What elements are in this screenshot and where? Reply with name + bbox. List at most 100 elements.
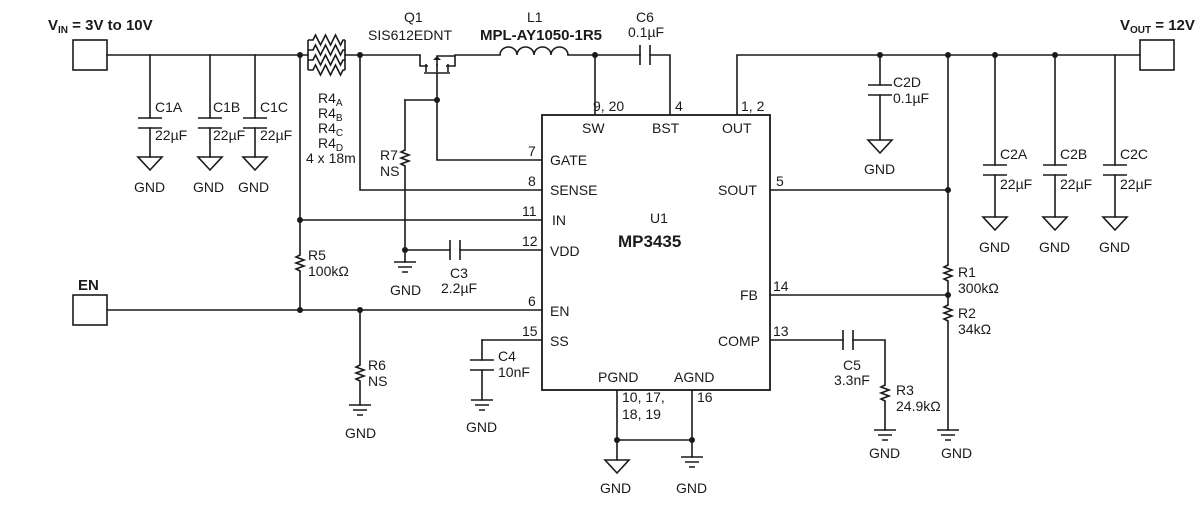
r7-ref: R7	[380, 147, 398, 163]
c4-ref: C4	[498, 348, 516, 364]
c2d-val: 0.1µF	[893, 90, 929, 106]
c6-capacitor-symbol	[639, 45, 651, 65]
r6-val: NS	[368, 373, 387, 389]
svg-text:GND: GND	[864, 161, 895, 177]
svg-text:GND: GND	[134, 179, 165, 195]
c2c-val: 22µF	[1120, 176, 1152, 192]
c2a-val: 22µF	[1000, 176, 1032, 192]
c5-capacitor-symbol	[842, 330, 854, 350]
svg-text:BST: BST	[652, 120, 680, 136]
svg-text:IN: IN	[552, 212, 566, 228]
svg-text:SENSE: SENSE	[550, 182, 597, 198]
c1a-val: 22µF	[155, 127, 187, 143]
svg-text:11: 11	[522, 203, 537, 219]
svg-text:1, 2: 1, 2	[741, 98, 765, 114]
svg-text:AGND: AGND	[674, 369, 714, 385]
svg-text:R4B: R4B	[318, 105, 343, 124]
r1-val: 300kΩ	[958, 280, 999, 296]
svg-text:10, 17,: 10, 17,	[622, 389, 665, 405]
svg-text:GND: GND	[390, 282, 421, 298]
l1-ref: L1	[527, 9, 543, 25]
svg-text:15: 15	[522, 323, 538, 339]
r6-ref: R6	[368, 357, 386, 373]
r3-resistor-symbol	[878, 384, 892, 402]
svg-text:GND: GND	[1039, 239, 1070, 255]
u1-part: MP3435	[618, 232, 681, 251]
c4-val: 10nF	[498, 364, 530, 380]
r6-resistor-symbol	[353, 364, 367, 382]
c1b-capacitor-symbol	[198, 117, 222, 129]
svg-text:13: 13	[773, 323, 789, 339]
svg-text:R4A: R4A	[318, 90, 343, 109]
vout-label: VOUT = 12V	[1120, 17, 1195, 36]
c6-ref: C6	[636, 9, 654, 25]
c2d-capacitor-symbol	[868, 84, 892, 96]
svg-text:FB: FB	[740, 287, 758, 303]
c3-capacitor-symbol	[449, 240, 461, 260]
svg-text:R4D: R4D	[318, 135, 343, 154]
junction-dots	[297, 52, 1058, 443]
svg-text:6: 6	[528, 293, 536, 309]
svg-text:GND: GND	[941, 445, 972, 461]
vin-label: VIN = 3V to 10V	[48, 17, 153, 36]
vout-port	[1139, 39, 1175, 71]
c2a-capacitor-symbol	[983, 164, 1007, 176]
svg-text:SS: SS	[550, 333, 569, 349]
svg-text:GND: GND	[676, 480, 707, 496]
svg-text:PGND: PGND	[598, 369, 638, 385]
c3-ref: C3	[450, 265, 468, 281]
svg-text:GND: GND	[979, 239, 1010, 255]
c3-val: 2.2µF	[441, 280, 477, 296]
svg-text:COMP: COMP	[718, 333, 760, 349]
r7-val: NS	[380, 163, 399, 179]
r2-val: 34kΩ	[958, 321, 991, 337]
r2-ref: R2	[958, 305, 976, 321]
c2b-val: 22µF	[1060, 176, 1092, 192]
ground-symbol-r3	[874, 429, 896, 441]
svg-text:GND: GND	[193, 179, 224, 195]
l1-part: MPL-AY1050-1R5	[480, 27, 602, 44]
q1-mosfet-symbol	[419, 55, 456, 74]
svg-text:4: 4	[675, 98, 683, 114]
svg-text:R4C: R4C	[318, 120, 343, 139]
c2b-ref: C2B	[1060, 146, 1087, 162]
svg-text:4 x 18m: 4 x 18m	[306, 150, 356, 166]
r5-val: 100kΩ	[308, 263, 349, 279]
svg-text:5: 5	[776, 173, 784, 189]
svg-text:GND: GND	[345, 425, 376, 441]
svg-text:GND: GND	[869, 445, 900, 461]
ground-symbol-vdd	[394, 261, 416, 273]
ground-symbol-r6	[349, 404, 371, 416]
r5-resistor-symbol	[293, 254, 307, 272]
c1b-ref: C1B	[213, 99, 240, 115]
ground-symbol-agnd	[681, 456, 703, 468]
svg-text:GATE: GATE	[550, 152, 587, 168]
r1-resistor-symbol	[941, 264, 955, 282]
gnd-labels: GND GND GND GND GND GND GND GND GND GND …	[134, 161, 1130, 496]
en-port	[72, 294, 108, 326]
svg-text:GND: GND	[238, 179, 269, 195]
ground-symbol-pgnd	[603, 459, 631, 475]
c1c-val: 22µF	[260, 127, 292, 143]
r4-labels: R4A R4B R4C R4D 4 x 18m	[306, 90, 356, 166]
svg-text:16: 16	[697, 389, 713, 405]
c2c-capacitor-symbol	[1103, 164, 1127, 176]
r1-ref: R1	[958, 264, 976, 280]
r3-ref: R3	[896, 382, 914, 398]
ground-symbol-r2	[937, 429, 959, 441]
svg-text:9, 20: 9, 20	[593, 98, 624, 114]
svg-text:GND: GND	[600, 480, 631, 496]
svg-text:GND: GND	[1099, 239, 1130, 255]
r7-resistor-symbol	[398, 149, 412, 167]
svg-text:OUT: OUT	[722, 120, 752, 136]
svg-text:SOUT: SOUT	[718, 182, 757, 198]
ground-symbol-c2d	[866, 139, 894, 155]
svg-text:GND: GND	[466, 419, 497, 435]
en-port-label: EN	[78, 277, 99, 294]
c4-capacitor-symbol	[470, 359, 494, 371]
svg-text:14: 14	[773, 278, 789, 294]
ground-symbol-c1b	[196, 156, 224, 172]
r4-resistor-array	[307, 33, 346, 77]
c1a-capacitor-symbol	[138, 117, 162, 129]
q1-part: SIS612EDNT	[368, 27, 452, 43]
